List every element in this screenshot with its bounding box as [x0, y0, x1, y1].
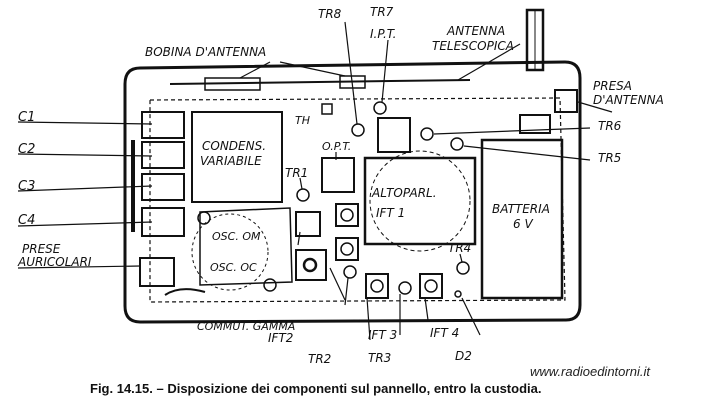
transistor-tr8: [351, 123, 365, 137]
thermistor-th: [321, 103, 333, 115]
label-6v: 6 V: [513, 217, 533, 231]
label-commut-gamma: COMMUT. GAMMA: [197, 320, 295, 333]
label-c4: C4: [18, 213, 35, 228]
label-th: TH: [295, 114, 310, 127]
label-tr4: TR4: [448, 241, 471, 255]
chassis-outline: [123, 60, 582, 324]
transistor-tr5: [450, 137, 464, 151]
ift4: [419, 273, 443, 299]
label-tr7: TR7: [370, 5, 394, 19]
speaker: [363, 156, 477, 246]
label-c3: C3: [18, 179, 35, 194]
battery-6v: [480, 138, 564, 300]
label-ift3: IFT 3: [368, 328, 397, 342]
transistor-tr1: [296, 188, 310, 202]
antenna-coil: [204, 77, 261, 91]
label-condens: CONDENS.: [202, 139, 266, 153]
label-variabile: VARIABILE: [200, 154, 262, 168]
label-ift4: IFT 4: [430, 326, 459, 340]
trimmer-c1: [141, 111, 185, 139]
label-tr2: TR2: [308, 352, 331, 366]
label-tr3: TR3: [368, 351, 391, 365]
label-prese: PRESE: [22, 242, 61, 256]
figure-caption: Fig. 14.15. – Disposizione dei component…: [90, 381, 542, 396]
inner-panel-outline: [149, 97, 566, 303]
transistor-tr4: [456, 261, 470, 275]
label-ipt: I.P.T.: [370, 27, 396, 41]
ift1: [335, 203, 359, 227]
oscillator-coils: [199, 207, 293, 286]
antenna-rod: [169, 79, 471, 85]
diode-d2: [454, 290, 462, 298]
label-tr5: TR5: [598, 151, 621, 165]
transistor-tr6: [420, 127, 434, 141]
ift2: [335, 237, 359, 261]
label-tr1: TR1: [285, 166, 308, 180]
variable-capacitor: [191, 111, 283, 203]
trimmer-c3: [141, 173, 185, 201]
transistor-tr7: [373, 101, 387, 115]
label-opt: O.P.T.: [322, 140, 351, 153]
label-batteria: BATTERIA: [492, 202, 550, 216]
label-telescopica: TELESCOPICA: [432, 39, 514, 53]
transistor-tr3: [398, 281, 412, 295]
ift3: [365, 273, 389, 299]
watermark-url: www.radioedintorni.it: [530, 364, 650, 379]
label-c2: C2: [18, 142, 35, 157]
label-altoparl: ALTOPARL.: [371, 186, 437, 200]
label-osc-om: OSC. OM: [212, 230, 261, 243]
label-d-antenna: D'ANTENNA: [593, 93, 664, 107]
label-c1: C1: [18, 110, 35, 125]
label-ift2: IFT2: [268, 331, 293, 345]
output-transformer: [321, 157, 355, 193]
label-tr6: TR6: [598, 119, 622, 133]
label-auricolari: AURICOLARI: [17, 255, 92, 269]
earphone-jacks: [139, 257, 175, 287]
label-presa: PRESA: [593, 79, 632, 93]
input-transformer: [377, 117, 411, 153]
label-tr8: TR8: [318, 7, 342, 21]
label-antenna: ANTENNA: [446, 24, 505, 38]
transistor-tr2: [343, 265, 357, 279]
antenna-socket: [554, 89, 578, 113]
label-osc-oc: OSC. OC: [210, 261, 257, 274]
label-ift1: IFT 1: [376, 206, 405, 220]
range-switch: [164, 288, 206, 296]
label-d2: D2: [455, 349, 472, 363]
label-bobina: BOBINA D'ANTENNA: [145, 45, 266, 59]
trimmer-c2: [141, 141, 185, 169]
